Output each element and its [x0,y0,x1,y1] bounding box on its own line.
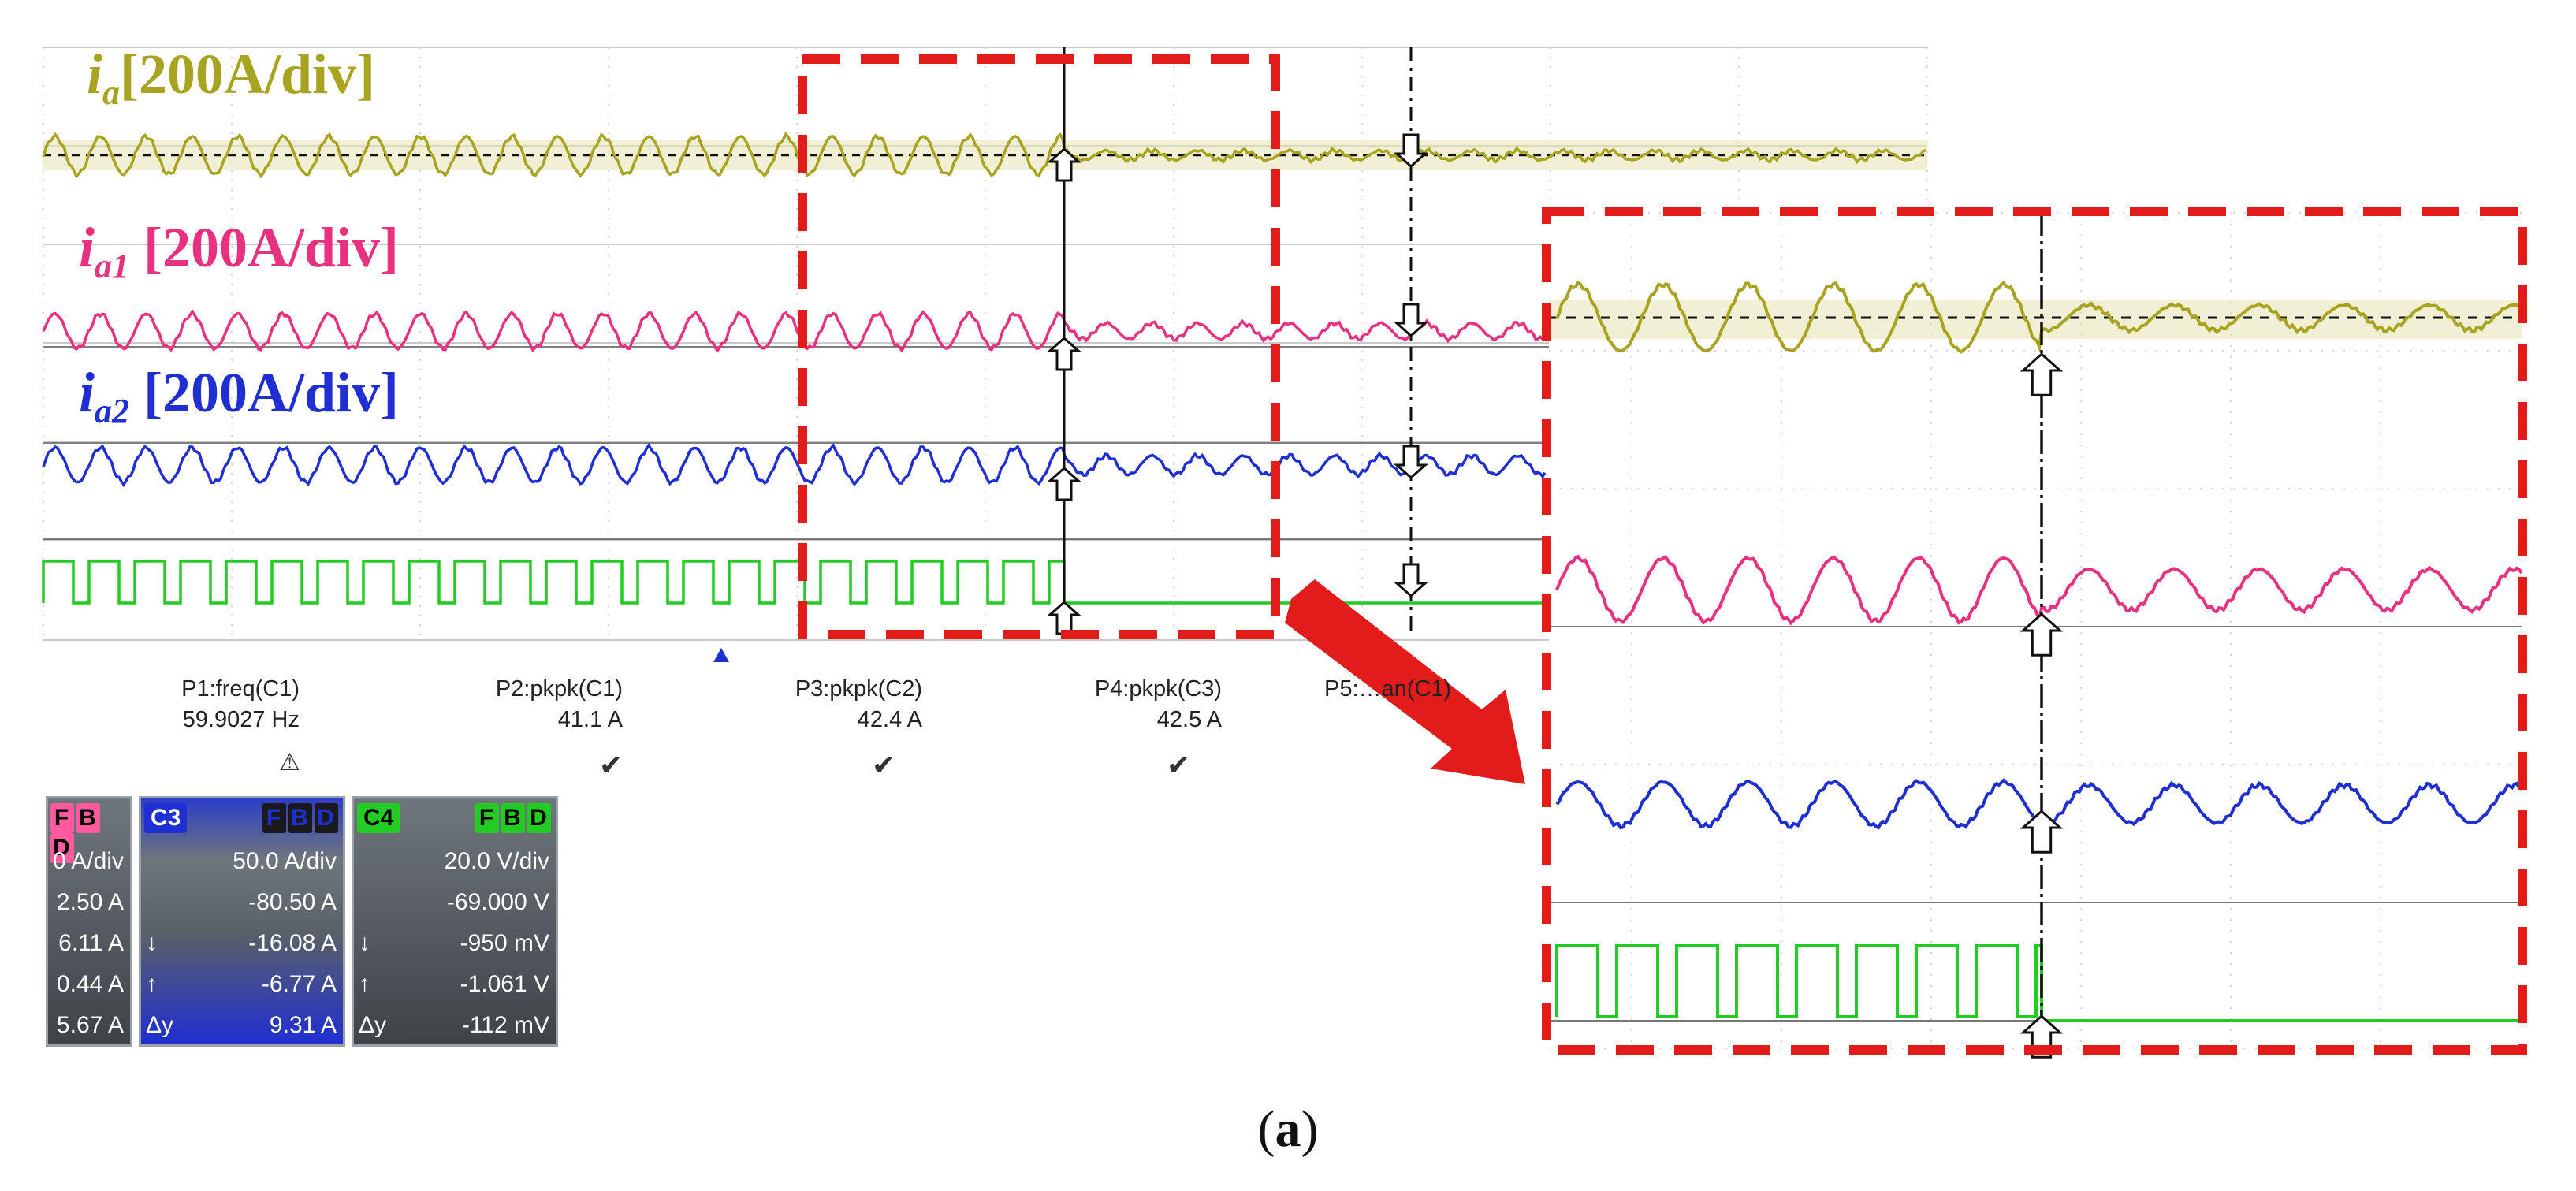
zoom-panel [1549,212,2523,1059]
check-icon: ✔ [599,749,624,781]
zoom-series-ia [1555,280,2522,355]
arrow-up-icon [1047,147,1081,182]
label-ia: ia[200A/div] [87,43,376,112]
check-icon: ✔ [1167,749,1191,781]
zoom-series-gate [1555,944,2522,1022]
main-traces [42,132,1927,605]
arrow-up-icon [1047,336,1081,371]
trigger-marker [713,648,729,662]
series-ia1 [42,309,1546,354]
arrow-up-icon [1047,600,1081,635]
arrow-down-icon [1394,133,1428,169]
zoom-boxes [798,54,2527,1055]
series-ia [42,132,1926,179]
zoom-arrow [1285,579,1525,784]
param-p4: P4:pkpk(C3)42.5 A [1094,676,1222,732]
arrow-up-icon [2019,810,2064,854]
arrow-up-icon [2019,352,2064,396]
channel-header: C4 [357,803,400,833]
label-ia2: ia2 [200A/div] [79,361,400,430]
param-p5: P5:…an(C1) [1324,676,1452,702]
arrow-down-icon [1394,303,1428,338]
arrow-down-icon [1394,563,1428,598]
arrow-up-icon [2019,612,2064,657]
param-p2: P2:pkpk(C1)41.1 A [495,676,623,732]
figure-caption: (a) [1257,1100,1319,1158]
warning-icon: ⚠ [279,750,300,776]
arrow-down-icon [1394,445,1428,480]
series-ia2 [42,442,1547,488]
channel-header: C3 [144,803,188,833]
param-p1: P1:freq(C1)59.9027 Hz [181,676,300,732]
arrow-up-icon [1047,466,1081,501]
ia-band [1549,300,2522,339]
series-gate [42,560,1545,605]
label-ia1: ia1 [200A/div] [79,216,400,285]
check-icon: ✔ [872,749,896,781]
zoom-source-box [798,54,1280,639]
param-p3: P3:pkpk(C2)42.4 A [795,676,922,732]
zoom-target-box [1542,207,2527,1055]
main-cursors [1047,47,1428,635]
